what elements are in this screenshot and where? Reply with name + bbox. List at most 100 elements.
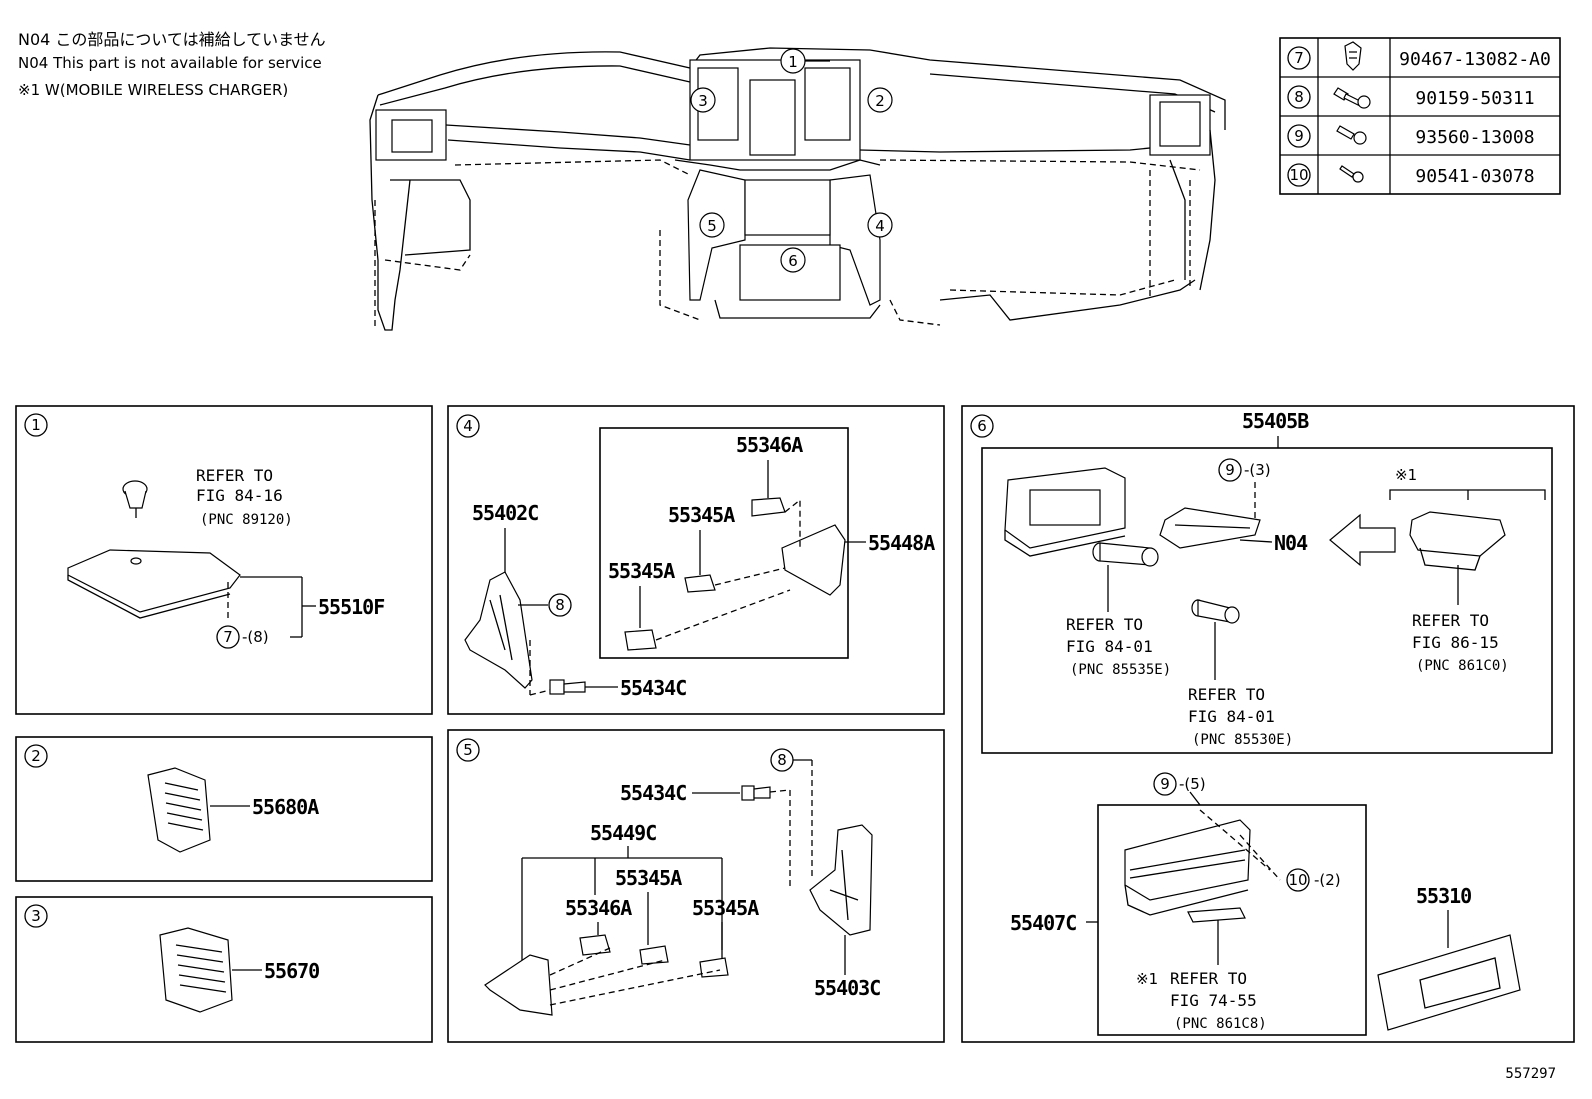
refer-pnc-label: (PNC 85535E) — [1070, 662, 1171, 678]
panel-number: 4 — [463, 417, 473, 435]
panel-number: 2 — [31, 747, 41, 765]
part-label-55510F[interactable]: 55510F — [318, 595, 385, 619]
air-vent-part — [159, 927, 233, 1013]
pad-part — [1377, 934, 1521, 1031]
overview-callouts: 1 2 3 4 5 6 — [690, 48, 893, 273]
panel-number: 3 — [31, 907, 41, 925]
part-label-55680A[interactable]: 55680A — [252, 795, 320, 819]
part-label-55434C[interactable]: 55434C — [620, 781, 687, 805]
part-label-55670[interactable]: 55670 — [264, 959, 320, 983]
fastener-part-number: 90159-50311 — [1415, 88, 1534, 109]
panel-5: 5 8 55434C 55449C 55345A 55346A 55345A — [447, 729, 945, 1043]
part-label-55405B[interactable]: 55405B — [1242, 409, 1310, 433]
screw-icon — [1333, 87, 1371, 109]
clip-part — [549, 679, 586, 695]
power-outlet-part — [1191, 599, 1240, 624]
refer-fig-label: FIG 74-55 — [1170, 991, 1257, 1010]
notes: N04 この部品については補給していません N04 This part is n… — [18, 30, 326, 99]
center-bezel-part — [1004, 467, 1126, 557]
part-label-55402C[interactable]: 55402C — [472, 501, 539, 525]
note-line-1: N04 この部品については補給していません — [18, 30, 326, 49]
upper-panel-cover-part — [67, 549, 241, 619]
part-label-55403C[interactable]: 55403C — [814, 976, 881, 1000]
clip-part — [624, 629, 657, 651]
fastener-row: 9 93560-13008 — [1287, 124, 1535, 148]
bracket-part — [781, 524, 846, 596]
fastener-part-number: 90541-03078 — [1415, 166, 1534, 187]
overview-callout-3[interactable]: 3 — [690, 87, 716, 113]
wireless-charger-part — [1409, 511, 1506, 571]
svg-text:2: 2 — [875, 92, 885, 110]
tapping-screw-icon — [1339, 165, 1364, 183]
panel-6: 6 55405B 9 -(3) N04 ※1 REFER TO — [961, 405, 1575, 1043]
part-label-55407C[interactable]: 55407C — [1010, 911, 1077, 935]
fastener-qty: -(3) — [1244, 461, 1271, 479]
part-label-55346A[interactable]: 55346A — [565, 896, 633, 920]
fastener-row-num: 8 — [1294, 88, 1304, 106]
fastener-callout[interactable]: 9 — [1225, 461, 1235, 479]
fastener-callout[interactable]: 7 — [223, 628, 233, 646]
usb-port-part — [1092, 542, 1159, 567]
part-label-55345A[interactable]: 55345A — [692, 896, 760, 920]
lower-side-panel-part — [484, 954, 553, 1016]
note-line-2: N04 This part is not available for servi… — [18, 54, 322, 72]
panel-number: 5 — [463, 741, 473, 759]
part-label-55345A[interactable]: 55345A — [608, 559, 676, 583]
part-label-55449C[interactable]: 55449C — [590, 821, 657, 845]
refer-pnc-label: (PNC 861C8) — [1174, 1016, 1267, 1032]
fastener-callout[interactable]: 8 — [555, 596, 565, 614]
fastener-callout[interactable]: 10 — [1288, 871, 1307, 889]
refer-to-label: REFER TO — [1066, 615, 1143, 634]
air-vent-part — [147, 767, 211, 853]
note-mark: ※1 — [1136, 970, 1158, 988]
panel-number: 1 — [31, 416, 41, 434]
part-label-55434C[interactable]: 55434C — [620, 676, 687, 700]
side-panel-part — [464, 571, 533, 689]
fastener-qty: -(5) — [1179, 775, 1206, 793]
overview-callout-4[interactable]: 4 — [867, 212, 893, 238]
fastener-callout[interactable]: 8 — [777, 751, 787, 769]
svg-text:4: 4 — [875, 217, 885, 235]
tray-mat-part — [1187, 907, 1246, 923]
part-label-55345A[interactable]: 55345A — [668, 503, 736, 527]
n04-label[interactable]: N04 — [1274, 531, 1309, 555]
storage-tray-part — [1124, 819, 1251, 916]
part-label-55310[interactable]: 55310 — [1416, 884, 1472, 908]
refer-to-label: REFER TO — [1188, 685, 1265, 704]
fastener-row-num: 7 — [1294, 49, 1304, 67]
fastener-qty: -(2) — [1314, 871, 1341, 889]
refer-fig-label: FIG 84-01 — [1066, 637, 1153, 656]
panel-4: 4 55402C 8 55434C 55346A 55345A 55345A — [447, 405, 945, 715]
overview-callout-5[interactable]: 5 — [699, 212, 725, 238]
refer-pnc-label: (PNC 861C0) — [1416, 658, 1509, 674]
fastener-callout[interactable]: 9 — [1160, 775, 1170, 793]
note-mark: ※1 — [1395, 466, 1417, 484]
retainer-part — [579, 934, 611, 956]
panel-1: 1 REFER TO FIG 84-16 (PNC 89120) 55510F … — [15, 405, 433, 715]
refer-fig-label: FIG 86-15 — [1412, 633, 1499, 652]
overview-callout-1[interactable]: 1 — [780, 48, 830, 74]
svg-text:6: 6 — [788, 252, 798, 270]
fastener-part-number: 90467-13082-A0 — [1399, 49, 1551, 70]
part-label-55346A[interactable]: 55346A — [736, 433, 804, 457]
clip-part — [741, 785, 771, 801]
fastener-qty: -(8) — [242, 628, 269, 646]
retainer-part — [751, 497, 786, 517]
part-label-55345A[interactable]: 55345A — [615, 866, 683, 890]
overview-callout-6[interactable]: 6 — [780, 247, 806, 273]
refer-to-label: REFER TO — [196, 466, 273, 485]
clip-part — [699, 957, 729, 978]
panel-2: 2 55680A — [15, 736, 433, 882]
speaker-grille-part — [122, 480, 148, 518]
bolt-icon — [1336, 125, 1367, 145]
part-label-55448A[interactable]: 55448A — [868, 531, 936, 555]
panel-number: 6 — [977, 417, 987, 435]
side-bracket-part — [809, 824, 873, 936]
fastener-part-number: 93560-13008 — [1415, 127, 1534, 148]
overview-callout-2[interactable]: 2 — [867, 87, 893, 113]
refer-pnc-label: (PNC 85530E) — [1192, 732, 1293, 748]
figure-id: 557297 — [1505, 1066, 1556, 1082]
fastener-row: 7 90467-13082-A0 — [1287, 41, 1551, 71]
clip-part — [684, 574, 716, 593]
